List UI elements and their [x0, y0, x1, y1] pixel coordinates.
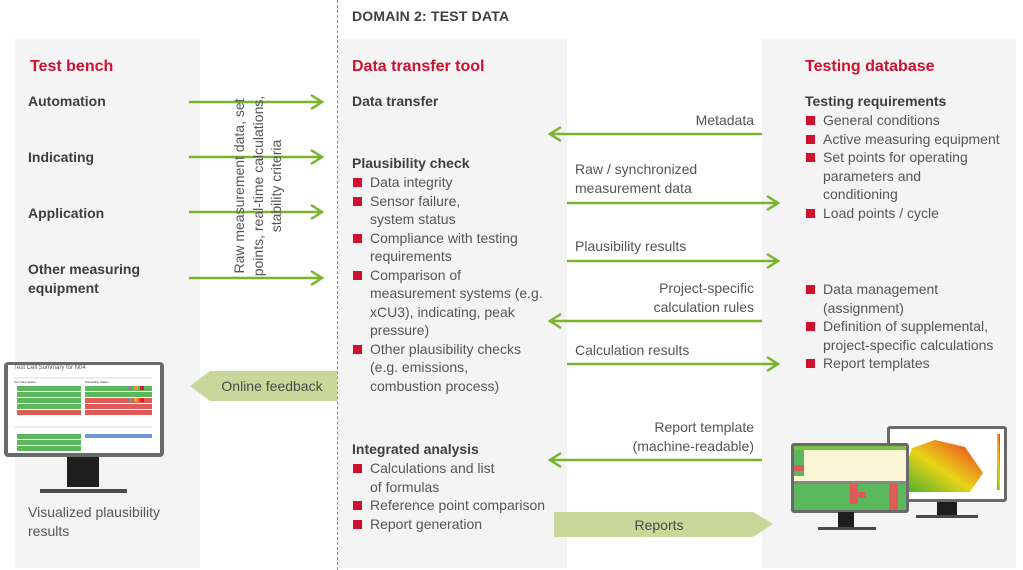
online-feedback-callout — [190, 371, 337, 401]
bullet-icon — [806, 208, 815, 218]
report-monitors — [791, 426, 1007, 530]
raw-sync-label: Raw / synchronized measurement data — [575, 161, 698, 196]
bullet-icon — [806, 359, 815, 368]
domain-title: DOMAIN 2: TEST DATA — [352, 8, 510, 24]
reports-callout — [554, 512, 773, 537]
list-item: General conditions — [805, 111, 1020, 130]
arrow-automation — [189, 93, 325, 111]
data-transfer-tool-panel — [338, 39, 567, 568]
arrow-metadata — [547, 125, 762, 143]
bullet-icon — [806, 322, 815, 331]
reports-label: Reports — [634, 516, 684, 533]
list-item: Report templates — [805, 354, 1005, 373]
list-item-text: Data management (assignment) — [823, 281, 939, 316]
list-item: Compliance with testing requirements — [352, 229, 530, 266]
arrow-calc-results — [567, 355, 781, 373]
calc-results-label: Calculation results — [575, 342, 690, 358]
list-item-text: Other plausibility checks (e.g. emission… — [370, 340, 521, 394]
list-item: Active measuring equipment — [805, 130, 1020, 149]
bullet-icon — [353, 501, 362, 510]
data-management-list: Data management (assignment) Definition … — [805, 280, 1005, 373]
list-item: Set points for operating parameters and … — [805, 148, 973, 204]
arrow-raw-sync — [567, 194, 781, 212]
testing-requirements-list: General conditions Active measuring equi… — [805, 111, 1020, 222]
list-item: Reference point comparison — [352, 496, 572, 515]
calc-rules-label: Project-specific calculation rules — [653, 280, 754, 315]
screen-test-step-rows — [17, 386, 81, 451]
plausibility-monitor — [4, 362, 164, 493]
list-item: Data management (assignment) — [805, 280, 973, 317]
testing-database-title: Testing database — [805, 58, 935, 75]
arrow-application — [189, 203, 325, 221]
list-item-text: Compliance with testing requirements — [370, 229, 518, 265]
integrated-analysis-list: Calculations and list of formulas Refere… — [352, 459, 572, 533]
list-item: Calculations and list of formulas — [352, 459, 495, 496]
arrow-indicating — [189, 148, 325, 166]
screen-plausibility-rows — [85, 386, 152, 438]
bullet-icon — [353, 464, 362, 473]
data-transfer-tool-title: Data transfer tool — [352, 58, 485, 75]
integrated-analysis-heading: Integrated analysis — [352, 441, 479, 457]
list-item: Data integrity — [352, 173, 562, 192]
bullet-icon — [806, 134, 815, 144]
plausibility-check-list: Data integrity Sensor failure, system st… — [352, 173, 562, 395]
list-item: Load points / cycle — [805, 204, 1020, 223]
data-transfer-heading: Data transfer — [352, 93, 439, 109]
domain-divider — [337, 0, 338, 570]
test-bench-panel — [15, 39, 200, 568]
list-item: Report generation — [352, 515, 572, 534]
source-automation: Automation — [28, 93, 106, 109]
list-item-text: Set points for operating parameters and … — [823, 149, 968, 202]
list-item: Other plausibility checks (e.g. emission… — [352, 340, 525, 396]
arrow-other-equipment — [189, 269, 325, 287]
bullet-icon — [353, 519, 362, 529]
list-item-text: Active measuring equipment — [823, 130, 1000, 147]
arrow-plausibility-results — [567, 252, 781, 270]
test-bench-title: Test bench — [30, 58, 114, 75]
monitor-col-plausibility: Plausibility Status — [85, 380, 109, 384]
bullet-icon — [806, 153, 815, 162]
plausibility-results-label: Plausibility results — [575, 238, 687, 254]
report-template-label: Report template (machine-readable) — [632, 419, 754, 454]
flow-label-background — [220, 75, 290, 295]
list-item-text: Reference point comparison — [370, 497, 546, 513]
bullet-icon — [353, 178, 362, 187]
list-item-text: Calculations and list of formulas — [370, 460, 495, 495]
bullet-icon — [806, 116, 815, 125]
list-item: Definition of supplemental, project-spec… — [805, 317, 998, 354]
list-item-text: Data integrity — [370, 174, 453, 190]
monitor-title: Test Cell Summary for N04 — [14, 365, 86, 371]
arrow-calc-rules — [547, 312, 762, 330]
arrow-report-template — [547, 451, 762, 469]
list-item-text: Load points / cycle — [823, 204, 939, 221]
bullet-icon — [353, 344, 362, 354]
list-item-text: Report generation — [370, 515, 483, 532]
monitor-col-test-step: Test Step Status — [14, 380, 36, 384]
list-item: Sensor failure, system status — [352, 192, 480, 229]
list-item-text: Definition of supplemental, project-spec… — [823, 318, 994, 353]
bullet-icon — [353, 196, 362, 206]
bullet-icon — [806, 285, 815, 294]
list-item-text: Report templates — [823, 355, 930, 371]
bullet-icon — [353, 233, 362, 243]
visualized-results-caption: Visualized plausibility results — [28, 504, 161, 539]
source-application: Application — [28, 205, 105, 221]
raw-data-flow-label: Raw measurement data, set points, real-t… — [231, 95, 284, 277]
list-item: Comparison of measurement systems (e.g. … — [352, 266, 545, 340]
testing-requirements-heading: Testing requirements — [805, 93, 947, 109]
list-item-text: Comparison of measurement systems (e.g. … — [370, 266, 543, 339]
bullet-icon — [353, 270, 362, 280]
online-feedback-label: Online feedback — [221, 378, 323, 394]
source-indicating: Indicating — [28, 149, 95, 165]
metadata-label: Metadata — [695, 112, 754, 128]
list-item-text: General conditions — [823, 112, 940, 128]
list-item-text: Sensor failure, system status — [370, 192, 461, 228]
source-other-equipment: Other measuring equipment — [28, 261, 141, 296]
plausibility-check-heading: Plausibility check — [352, 155, 470, 171]
